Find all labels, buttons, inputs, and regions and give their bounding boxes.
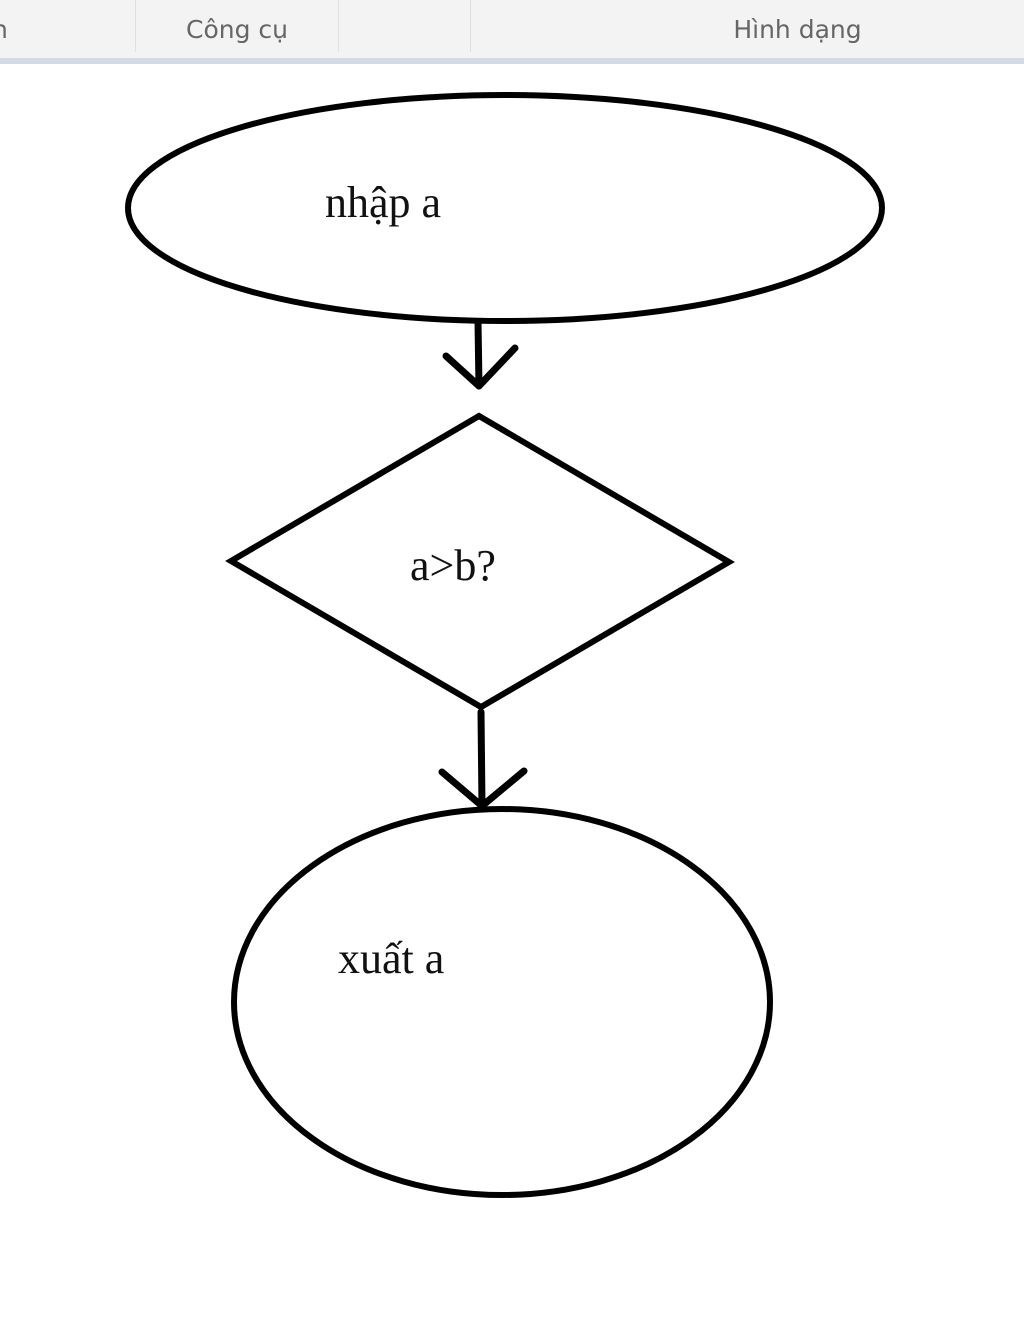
ribbon-separator [135, 0, 136, 52]
ribbon-group-shapes[interactable]: Hình dạng [471, 0, 1024, 58]
arrow-decision-to-output [438, 708, 528, 810]
ribbon-group-label: Hình dạng [733, 14, 862, 44]
start-label: nhập a [325, 178, 441, 227]
start-ellipse [125, 92, 885, 324]
ribbon-group-label: Công cụ [185, 14, 288, 44]
output-ellipse [231, 806, 773, 1198]
arrow-start-to-decision [442, 318, 519, 390]
ribbon-toolbar: h Công cụ Hình dạng [0, 0, 1024, 64]
ribbon-separator [338, 0, 339, 52]
ribbon-group-label: h [0, 15, 8, 44]
ribbon-group-partial[interactable]: h [0, 0, 22, 58]
decision-label: a>b? [410, 541, 496, 590]
decision-diamond [225, 412, 735, 711]
ribbon-separator [470, 0, 471, 52]
output-label: xuất a [338, 934, 444, 983]
ribbon-group-blank[interactable] [339, 0, 470, 58]
flowchart-canvas: nhập a a>b? xuất a [125, 92, 885, 1198]
ribbon-group-tools[interactable]: Công cụ [136, 0, 338, 58]
